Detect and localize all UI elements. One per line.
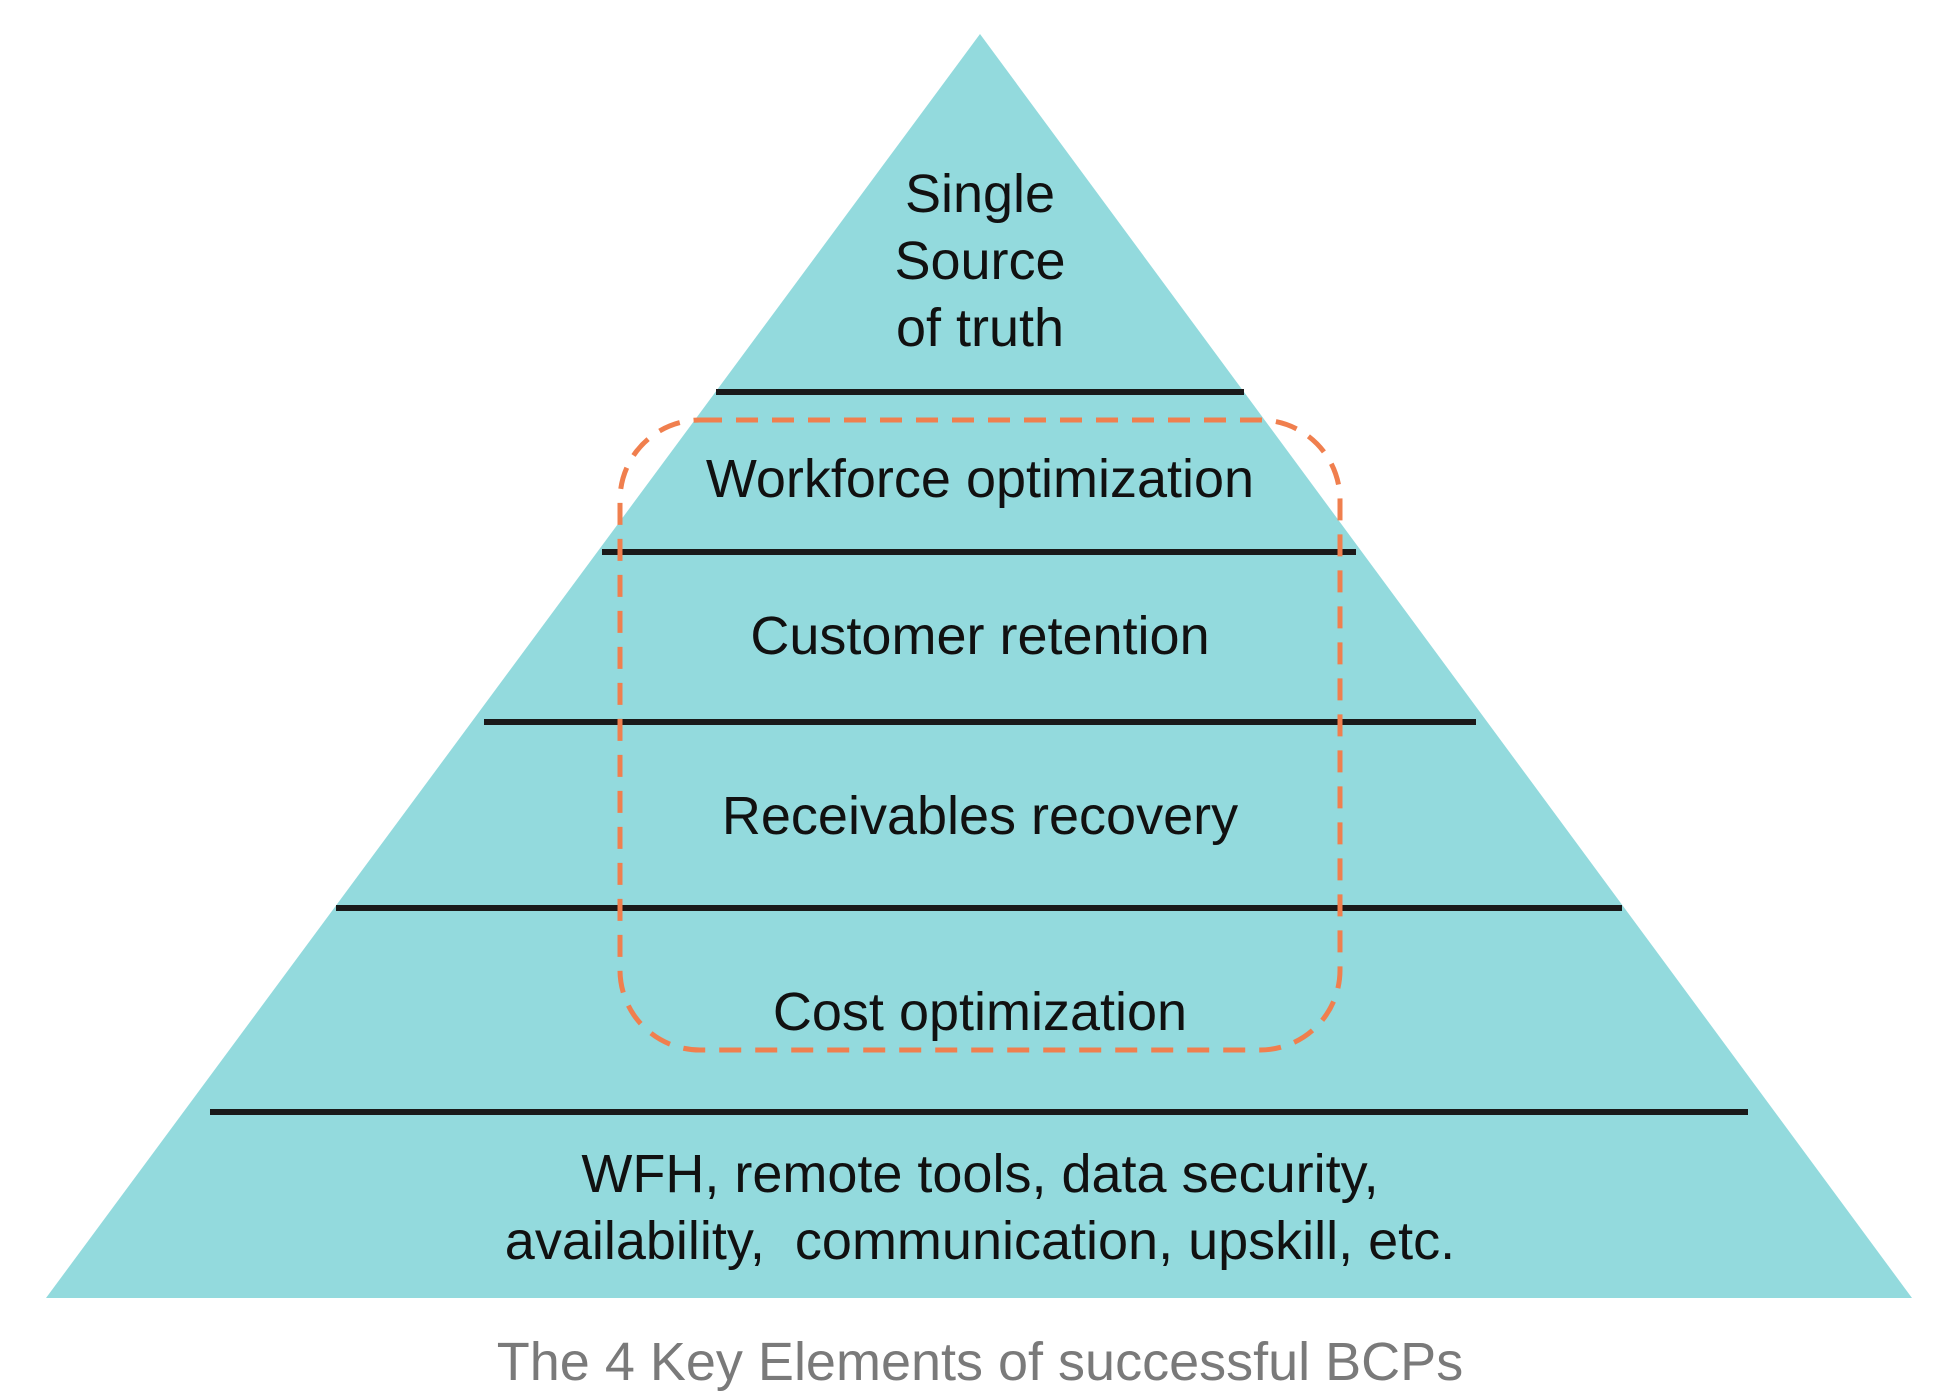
tier-workforce-optimization: Workforce optimization — [706, 449, 1254, 509]
tier-apex-line-1: Single — [905, 164, 1055, 224]
diagram-caption: The 4 Key Elements of successful BCPs — [497, 1332, 1463, 1392]
pyramid-shape — [46, 34, 1912, 1298]
tier-cost-optimization: Cost optimization — [773, 982, 1187, 1042]
tier-receivables-recovery: Receivables recovery — [722, 786, 1238, 846]
tier-base-line-2: availability, communication, upskill, et… — [505, 1211, 1455, 1271]
tier-base-line-1: WFH, remote tools, data security, — [581, 1144, 1378, 1204]
tier-apex-line-2: Source — [894, 231, 1065, 291]
highlight-dashed-box — [617, 417, 1343, 1053]
tier-apex-line-3: of truth — [896, 298, 1064, 358]
tier-customer-retention: Customer retention — [750, 606, 1209, 666]
